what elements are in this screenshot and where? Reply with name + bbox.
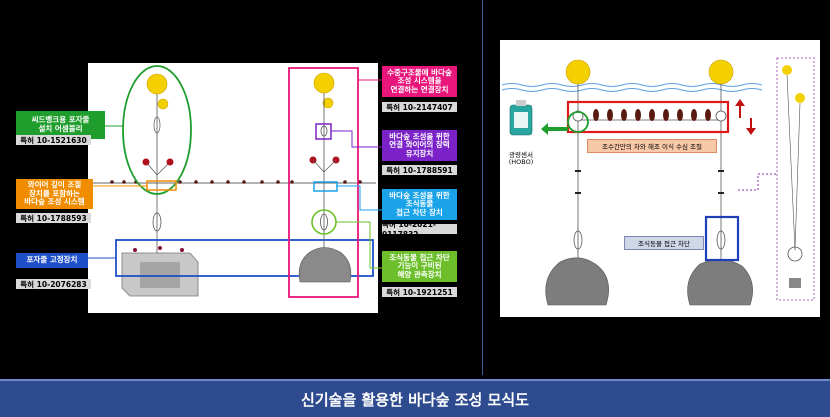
patent-wire-depth: 특허 10-1788593 (16, 213, 91, 223)
underwater-highlight (288, 67, 359, 298)
patent-spore-fix: 특허 10-2076283 (16, 279, 91, 289)
label-spore-fix: 포자줄 고정장치 (16, 253, 88, 268)
patent-tension: 특허 10-1788591 (382, 165, 457, 175)
footer-title: 신기술을 활용한 바다숲 조성 모식도 (0, 379, 830, 417)
divider (482, 0, 483, 375)
patent-seed-bank: 특허 10-1521630 (16, 135, 91, 145)
label-grazer-block: 바다숲 조성을 위한 조식동물 접근 차단 장치 (382, 189, 457, 220)
depth-control-highlight (566, 100, 730, 134)
depth-control-label: 조수간만의 차와 해조 이식 수심 조절 (587, 139, 717, 153)
grazer-block-highlight (704, 215, 740, 262)
patent-underwater: 특허 10-2147407 (382, 102, 457, 112)
patent-grazer-observe: 특허 10-1921251 (382, 287, 457, 297)
label-underwater: 수중구조물에 바다숲 조성 시스템을 연결하는 연결장치 (382, 66, 457, 97)
seaweed-row (110, 180, 362, 184)
label-grazer-observe: 조식동물 접근 차단 기능이 구비된 해양 관측장치 (382, 251, 457, 282)
patent-grazer-block: 특허 10-2021-0117832 (382, 220, 457, 239)
grazer-block-label: 조식동물 접근 차단 (624, 236, 704, 250)
seed-bank-highlight (122, 65, 192, 195)
label-tension: 바다숲 조성을 위한 연결 와이어의 장력 유지장치 (382, 130, 457, 161)
label-seed-bank: 씨드뱅크용 포자줄 설치 어셈블리 (16, 111, 105, 139)
sensor-label: 광량센서 (HOBO) (508, 151, 534, 167)
label-wire-depth: 와이어 깊이 조절 장치를 포함하는 바다숲 조성 시스템 (16, 179, 93, 209)
